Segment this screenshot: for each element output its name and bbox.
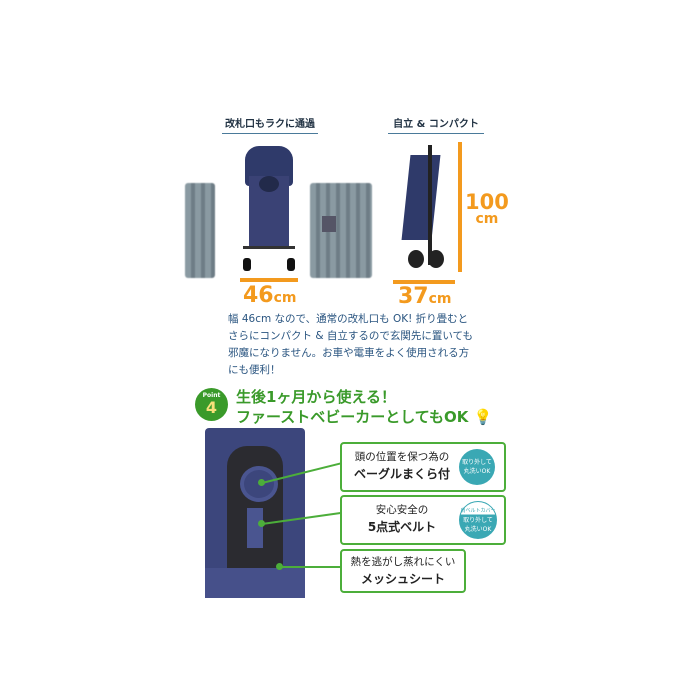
- depth-arrow: [393, 280, 455, 284]
- stroller-front-image: [243, 146, 295, 271]
- width-arrow: [240, 278, 298, 282]
- callout-dot: [258, 520, 265, 527]
- point-title-line1: 生後1ヶ月から使える！: [236, 388, 396, 406]
- callout-dot: [258, 479, 265, 486]
- callout-dot: [276, 563, 283, 570]
- ticket-gate-left: [185, 183, 215, 278]
- feature-line1: 熱を逃がし蒸れにくい: [350, 556, 456, 568]
- width-unit: cm: [273, 290, 297, 306]
- washable-badge: 取り外して丸洗いOK: [459, 449, 495, 485]
- feature-line2: メッシュシート: [360, 572, 445, 586]
- depth-unit: cm: [428, 291, 452, 307]
- feature-line2: ベーグルまくら付: [353, 467, 450, 481]
- badge-text: 丸洗いOK: [463, 468, 491, 475]
- badge-top-text: 肩ベルトカバー: [460, 507, 496, 514]
- badge-text: 取り外して: [462, 459, 492, 466]
- description: 幅 46cm なので、通常の改札口も OK! 折り畳むと さらにコンパクト & …: [228, 311, 503, 379]
- width-label: 46cm: [243, 283, 297, 308]
- width-value: 46: [243, 283, 274, 308]
- gate-reader: [322, 216, 336, 232]
- height-unit: cm: [475, 211, 499, 227]
- washable-badge: 肩ベルトカバー取り外して丸洗いOK: [459, 501, 497, 539]
- depth-label: 37cm: [398, 284, 452, 309]
- point-title: 生後1ヶ月から使える！ ファーストベビーカーとしてもOK 💡: [236, 387, 492, 427]
- heading-ticket-gate: 改札口もラクに通過: [222, 115, 318, 134]
- feature-mesh: 熱を逃がし蒸れにくい メッシュシート: [340, 549, 466, 593]
- ticket-gate-right: [310, 183, 372, 278]
- seat-photo: [205, 428, 305, 598]
- feature-line1: 安心安全の: [375, 504, 429, 516]
- description-line: さらにコンパクト & 自立するので玄関先に置いても: [228, 330, 474, 342]
- point-number: 4: [205, 398, 218, 417]
- point-badge: Point 4: [195, 388, 228, 421]
- description-line: 邪魔になりません。お車や電車をよく使用される方: [228, 347, 470, 359]
- lightbulb-icon: 💡: [473, 408, 493, 426]
- point-label: Point: [202, 392, 221, 399]
- depth-value: 37: [398, 284, 429, 309]
- feature-belt: 安心安全の 5点式ベルト 肩ベルトカバー取り外して丸洗いOK: [340, 495, 506, 545]
- description-line: にも便利！: [228, 364, 281, 376]
- height-value: 100: [465, 190, 509, 214]
- heading-compact: 自立 & コンパクト: [388, 115, 484, 134]
- stroller-folded-image: [398, 145, 446, 277]
- description-line: 幅 46cm なので、通常の改札口も OK! 折り畳むと: [228, 313, 469, 325]
- height-arrow: [458, 142, 462, 272]
- badge-text: 丸洗いOK: [464, 525, 492, 533]
- feature-line2: 5点式ベルト: [367, 520, 437, 534]
- feature-pillow: 頭の位置を保つ為の ベーグルまくら付 取り外して丸洗いOK: [340, 442, 506, 492]
- feature-line1: 頭の位置を保つ為の: [354, 451, 450, 463]
- badge-text: 取り外して: [463, 516, 493, 524]
- callout-line: [280, 566, 342, 568]
- point-title-line2: ファーストベビーカーとしてもOK: [236, 408, 469, 426]
